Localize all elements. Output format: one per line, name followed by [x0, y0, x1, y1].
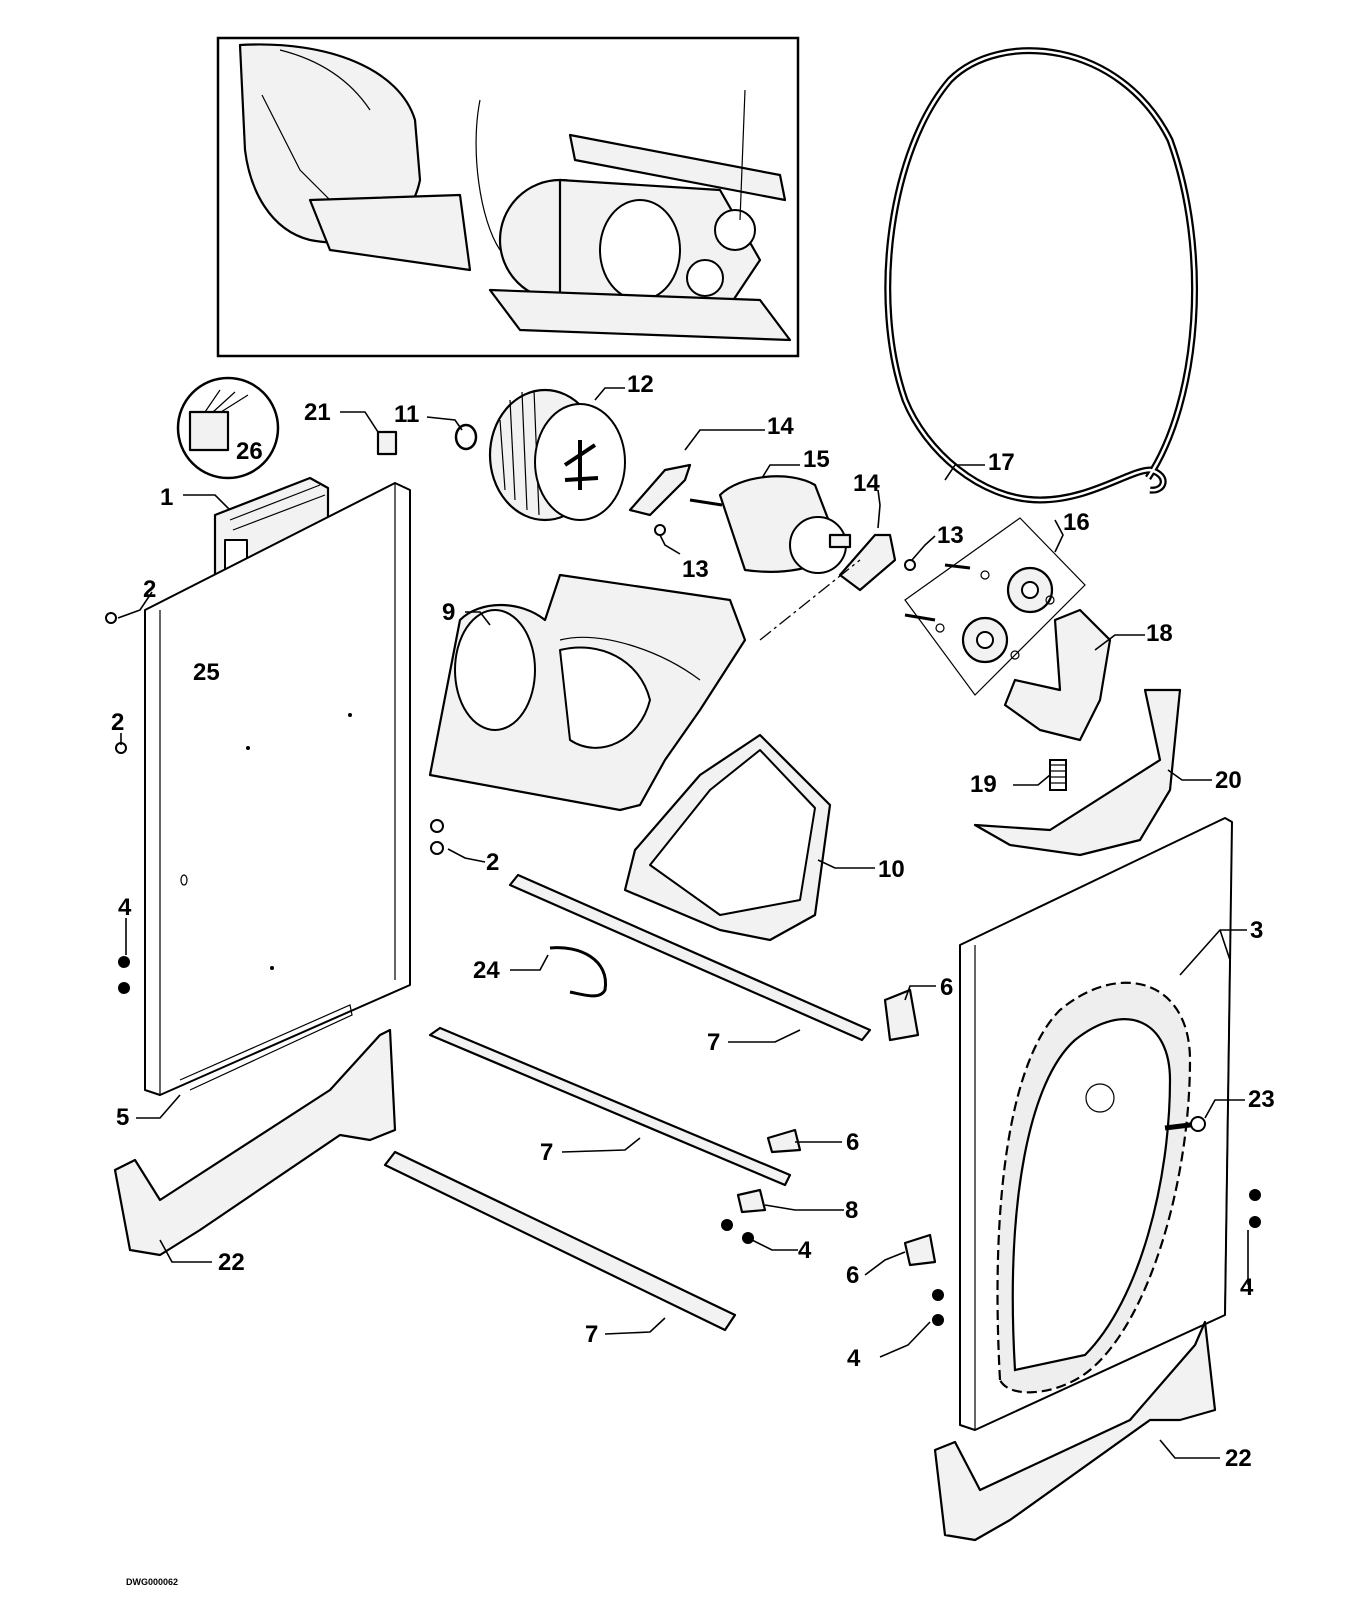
- base-left: [113, 1028, 397, 1257]
- wiring-connector-callout: [176, 376, 280, 480]
- callout-13: 13: [937, 522, 964, 549]
- drive-belt: [884, 47, 1199, 504]
- blower-housing: [428, 573, 747, 812]
- o-ring: [454, 423, 478, 451]
- callout-25: 25: [193, 659, 220, 686]
- callout-20: 20: [1215, 767, 1242, 794]
- callout-7: 7: [585, 1321, 598, 1348]
- callout-2: 2: [486, 849, 499, 876]
- callout-21: 21: [304, 399, 331, 426]
- inset-assembly-view: [216, 36, 800, 358]
- callout-16: 16: [1063, 509, 1090, 536]
- callout-6: 6: [940, 974, 953, 1001]
- callout-18: 18: [1146, 620, 1173, 647]
- callout-10: 10: [878, 856, 905, 883]
- tension-spring: [1049, 759, 1067, 791]
- callout-15: 15: [803, 446, 830, 473]
- callout-3: 3: [1250, 917, 1263, 944]
- callout-19: 19: [970, 771, 997, 798]
- small-clip: [376, 430, 398, 456]
- callout-17: 17: [988, 449, 1015, 476]
- blower-wheel: [488, 388, 626, 522]
- tensioner-bracket: [1003, 608, 1112, 742]
- callout-7: 7: [540, 1139, 553, 1166]
- callout-12: 12: [627, 371, 654, 398]
- callout-14: 14: [853, 470, 880, 497]
- callout-4: 4: [798, 1237, 812, 1264]
- callout-14: 14: [767, 413, 794, 440]
- callout-4: 4: [1240, 1274, 1254, 1301]
- callout-4: 4: [118, 894, 132, 921]
- callout-24: 24: [473, 957, 500, 984]
- callout-23: 23: [1248, 1086, 1275, 1113]
- callout-5: 5: [116, 1104, 129, 1131]
- front-panel: [959, 817, 1233, 1431]
- callout-labels: 1 2 2 2 3 4 4 4 4 4 5 6 6 6 6 7 7 7 8 9 …: [111, 371, 1275, 1587]
- clips: [736, 988, 937, 1267]
- callout-2: 2: [143, 576, 156, 603]
- air-duct: [623, 733, 832, 942]
- callout-22: 22: [218, 1249, 245, 1276]
- base-right: [933, 1320, 1217, 1542]
- drive-motor: [689, 475, 852, 574]
- motor-bracket-left: [628, 463, 692, 517]
- callout-2: 2: [111, 709, 124, 736]
- callout-1: 1: [160, 484, 173, 511]
- wire-harness-short: [549, 946, 607, 998]
- callout-7: 7: [707, 1029, 720, 1056]
- rails: [383, 873, 872, 1332]
- callout-6: 6: [846, 1262, 859, 1289]
- callout-9: 9: [442, 599, 455, 626]
- callout-6: 6: [846, 1129, 859, 1156]
- callout-8: 8: [845, 1197, 858, 1224]
- callout-26: 26: [236, 438, 263, 465]
- callout-11: 11: [394, 401, 419, 428]
- idler-pulley-kit: [759, 517, 1086, 696]
- left-side-panel: [144, 482, 411, 1096]
- drawing-code: DWG000062: [126, 1577, 178, 1587]
- leader-lines: [117, 387, 1249, 1459]
- motor-bracket-right: [838, 533, 897, 592]
- callout-4: 4: [847, 1345, 861, 1372]
- callout-13: 13: [682, 556, 709, 583]
- callout-22: 22: [1225, 1445, 1252, 1472]
- drum-support-bracket: [973, 688, 1182, 857]
- screws: [105, 524, 1261, 1326]
